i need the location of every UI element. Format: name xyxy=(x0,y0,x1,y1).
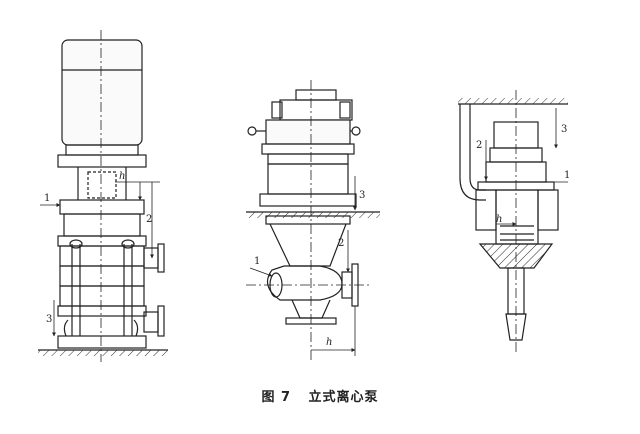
right-label-2: 2 xyxy=(476,140,482,151)
left-label-2: 2 xyxy=(146,214,152,225)
left-pump xyxy=(38,30,168,362)
figure-caption: 图 7 立式离心泵 xyxy=(0,386,640,405)
left-label-1: 1 xyxy=(44,193,50,204)
right-label-h: h xyxy=(496,214,502,225)
caption-title: 立式离心泵 xyxy=(308,390,379,405)
middle-label-3: 3 xyxy=(359,190,365,201)
middle-label-h: h xyxy=(326,337,332,348)
right-pump xyxy=(458,90,568,352)
middle-label-1: 1 xyxy=(254,256,260,267)
middle-pump xyxy=(246,80,380,360)
middle-label-2: 2 xyxy=(338,238,344,249)
left-label-3: 3 xyxy=(46,314,52,325)
left-label-h: h xyxy=(119,171,125,182)
right-label-3: 3 xyxy=(561,124,567,135)
caption-number: 图 7 xyxy=(261,390,292,405)
left-motor xyxy=(61,39,143,146)
right-label-1: 1 xyxy=(564,170,570,181)
